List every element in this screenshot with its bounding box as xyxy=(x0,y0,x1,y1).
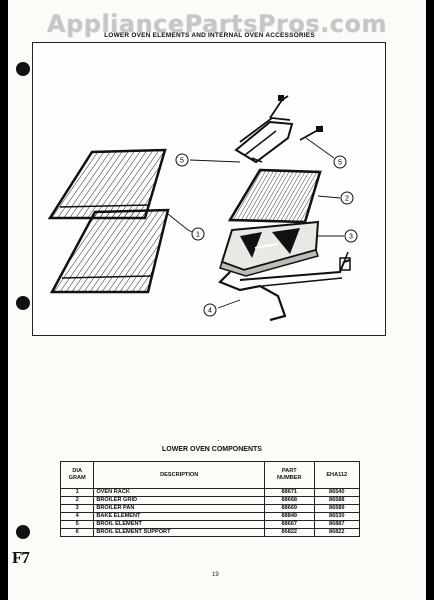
svg-text:2: 2 xyxy=(345,196,349,203)
row-part: 88669 xyxy=(264,504,315,513)
row-model: 86887 xyxy=(313,520,361,529)
callout-4: 4 xyxy=(203,303,217,317)
row-dia: 1 xyxy=(59,488,95,497)
svg-text:5: 5 xyxy=(338,160,342,167)
svg-text:5: 5 xyxy=(180,158,184,165)
row-description: BROIL ELEMENT xyxy=(93,520,266,529)
row-description: OVEN RACK xyxy=(93,488,266,497)
row-model: 86589 xyxy=(313,504,361,513)
page-number: 19 xyxy=(212,572,219,578)
row-dia: 6 xyxy=(59,528,95,537)
table-row: 6 BROIL ELEMENT SUPPORT 86822 86822 xyxy=(59,528,361,537)
broil-element xyxy=(234,95,294,164)
row-description: BROIL ELEMENT SUPPORT xyxy=(93,528,266,537)
row-part: 86822 xyxy=(264,528,315,537)
row-description: BROILER PAN xyxy=(93,504,266,513)
row-model: 86822 xyxy=(313,528,361,537)
row-dia: 5 xyxy=(59,520,95,529)
row-dia: 2 xyxy=(59,496,95,505)
table-title: LOWER OVEN COMPONENTS xyxy=(162,446,262,453)
table-row: 3 BROILER PAN 88669 86589 xyxy=(59,504,361,513)
row-model: 86588 xyxy=(313,496,361,505)
binder-hole-bottom xyxy=(16,525,30,539)
svg-text:3: 3 xyxy=(349,234,353,241)
page-mark: · xyxy=(217,436,220,445)
header-model: EHA112 xyxy=(313,461,361,489)
figure-label: F7 xyxy=(12,548,30,567)
table-row: 4 BAKE ELEMENT 88849 86530 xyxy=(59,512,361,521)
svg-text:4: 4 xyxy=(208,308,212,315)
row-model: 86540 xyxy=(313,488,361,497)
leader-lines xyxy=(167,137,344,309)
svg-text:1: 1 xyxy=(196,232,200,239)
oven-rack-lower xyxy=(49,208,170,294)
row-part: 88849 xyxy=(264,512,315,521)
row-description: BROILER GRID xyxy=(93,496,266,505)
table-row: 2 BROILER GRID 88668 86588 xyxy=(59,496,361,505)
callout-1: 1 xyxy=(191,227,205,241)
row-description: BAKE ELEMENT xyxy=(93,512,266,521)
broil-element-support xyxy=(251,125,323,163)
callout-3: 3 xyxy=(344,229,358,243)
broiler-pan xyxy=(219,220,320,277)
row-part: 88667 xyxy=(264,520,315,529)
broiler-grid xyxy=(227,168,322,224)
bake-element xyxy=(218,251,351,322)
binder-hole-top xyxy=(16,62,30,76)
row-part: 88668 xyxy=(264,496,315,505)
diagram-title: LOWER OVEN ELEMENTS AND INTERNAL OVEN AC… xyxy=(32,32,387,39)
callout-2: 2 xyxy=(340,191,354,205)
callout-5-left: 5 xyxy=(175,153,189,167)
table-row: 1 OVEN RACK 88671 86540 xyxy=(59,488,361,497)
header-description: DESCRIPTION xyxy=(93,461,266,489)
row-model: 86530 xyxy=(313,512,361,521)
callout-5-right: 5 xyxy=(333,155,347,169)
oven-rack-upper xyxy=(47,148,167,220)
row-part: 88671 xyxy=(264,488,315,497)
binder-hole-middle xyxy=(16,296,30,310)
table-row: 5 BROIL ELEMENT 88667 86887 xyxy=(59,520,361,529)
row-dia: 3 xyxy=(59,504,95,513)
row-dia: 4 xyxy=(59,512,95,521)
